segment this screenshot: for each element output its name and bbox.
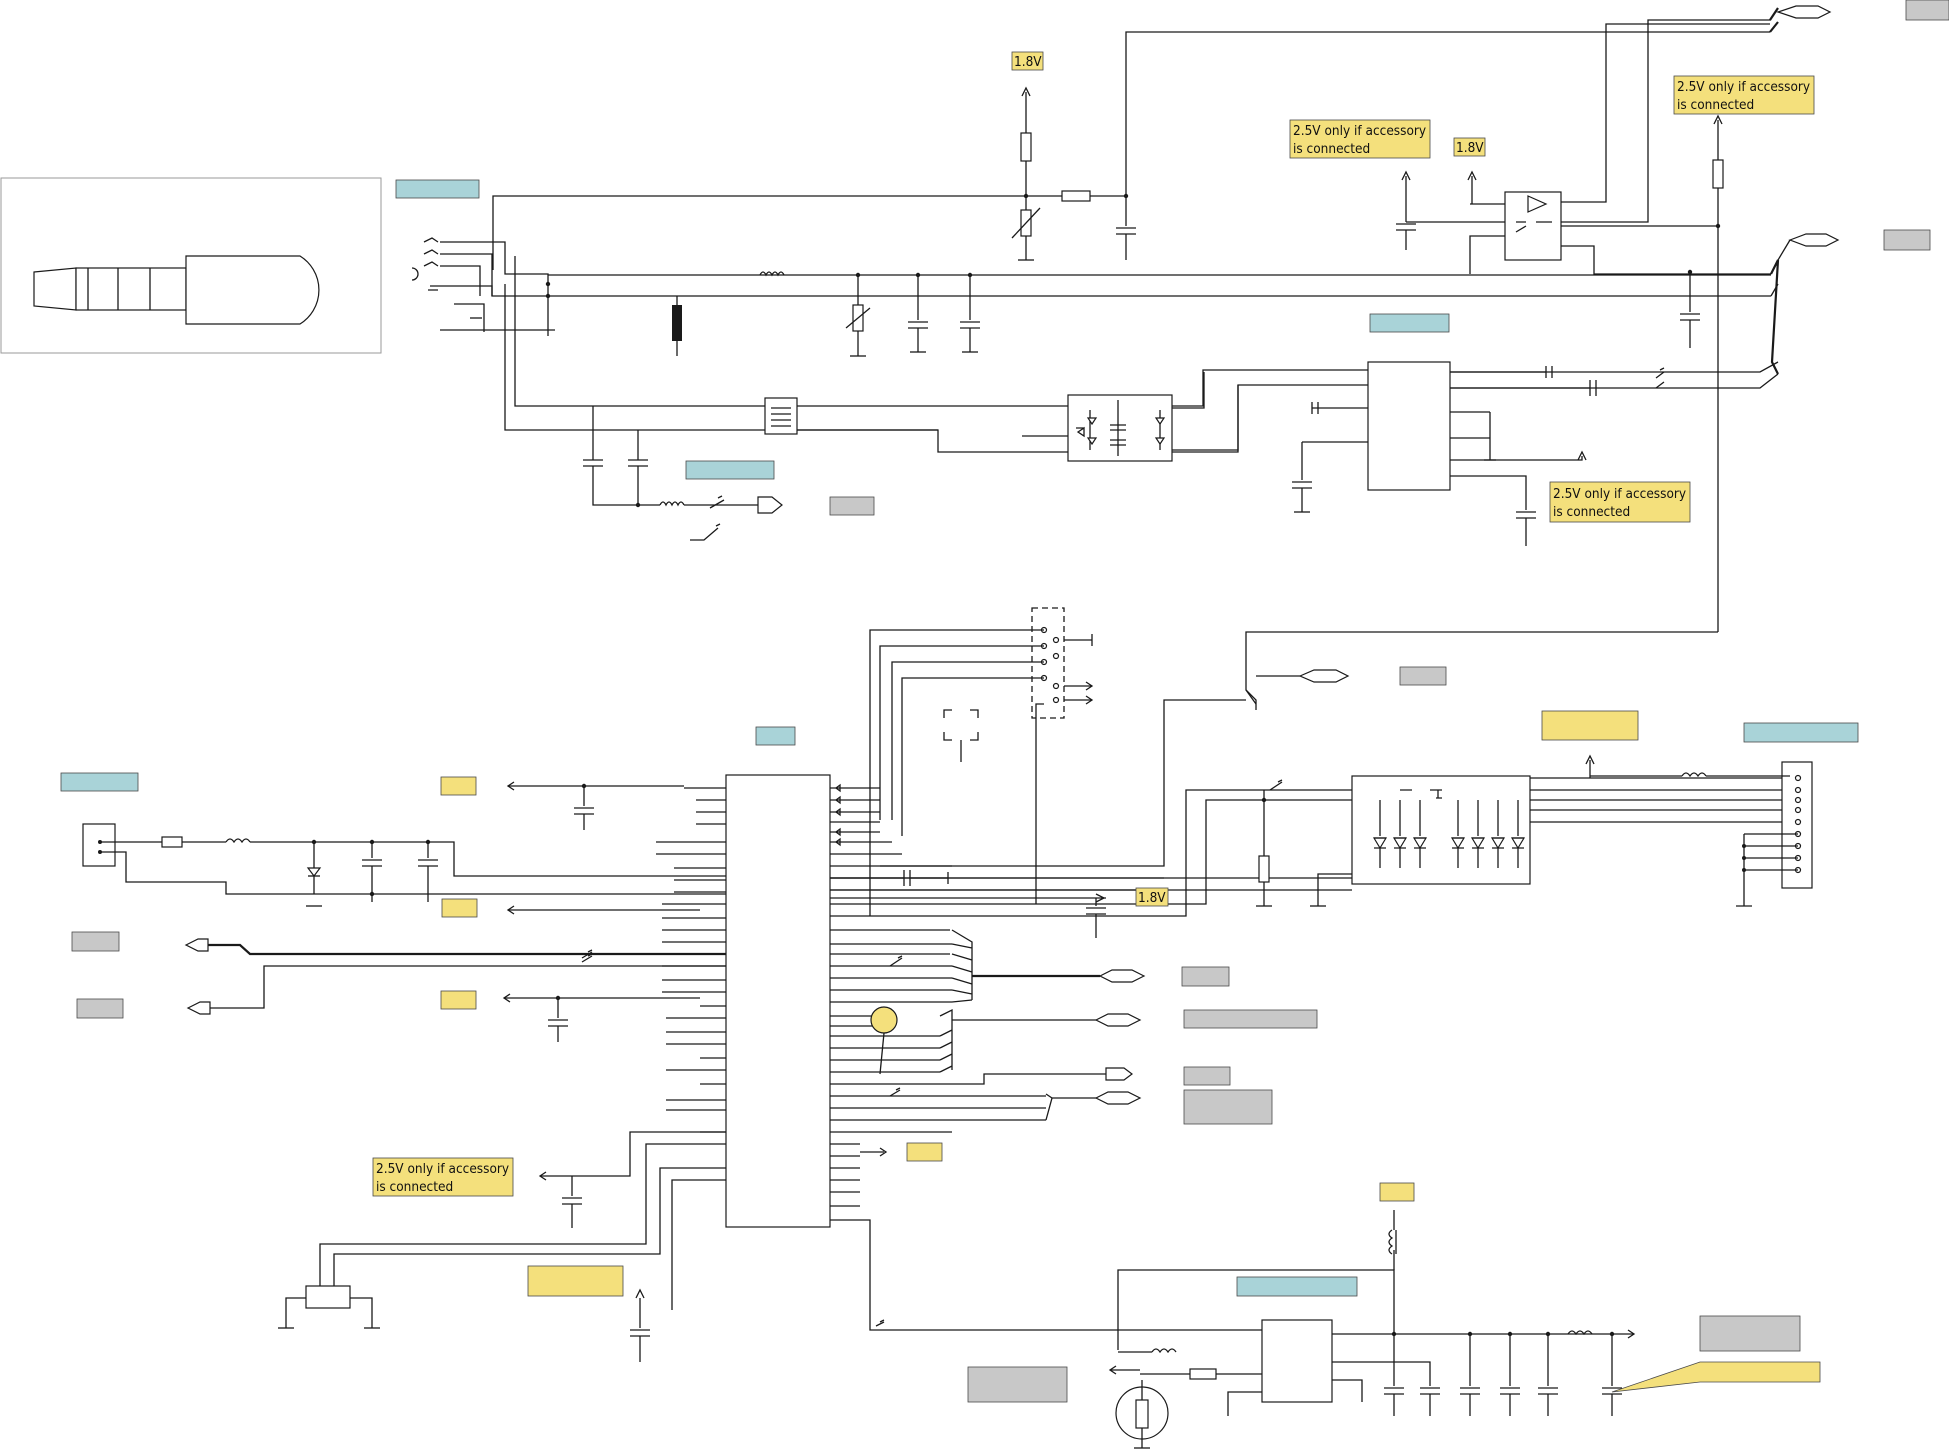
note-1v8-bottom-text: 1.8V <box>1138 890 1166 906</box>
left-port-2 <box>76 953 726 1019</box>
note-accessory-bottom-left: 2.5V only if accessory is connected <box>372 1131 726 1228</box>
note-accessory-top-mid-l1: 2.5V only if accessory <box>1293 123 1426 139</box>
right-pullup-line <box>1245 114 1724 710</box>
mcu-right-nets <box>830 699 1352 938</box>
jack-lower-filter <box>583 406 783 541</box>
regulator-feedback <box>1379 1182 1415 1270</box>
regulator-port-labels <box>967 1315 1821 1403</box>
common-mode-choke <box>764 369 1370 435</box>
left-power-input <box>82 823 726 907</box>
note-left-2 <box>441 898 700 918</box>
dip-switch-block <box>869 607 1094 916</box>
net-label-regulator <box>1236 1276 1358 1297</box>
net-label-jack-lower <box>685 460 775 480</box>
test-point-bracket <box>943 709 979 762</box>
note-accessory-bottom-left-l1: 2.5V only if accessory <box>376 1161 509 1177</box>
test-point-yellow <box>870 1006 898 1075</box>
port-label-top-right-1 <box>1905 0 1949 21</box>
note-left-1 <box>440 776 684 830</box>
bus-filter-parts <box>672 271 980 357</box>
net-label-mcu <box>755 726 796 746</box>
main-mcu-ic <box>656 774 1164 1228</box>
note-mcu-bottom-right <box>860 1142 943 1162</box>
note-esd-right <box>1541 710 1639 778</box>
note-accessory-top-mid: 2.5V only if accessory is connected <box>1289 119 1431 159</box>
net-label-right-connector <box>1743 722 1859 743</box>
codec-ic <box>1292 361 1597 546</box>
top-bus-wires <box>492 31 1771 453</box>
note-accessory-mid-right: 2.5V only if accessory is connected <box>1549 481 1691 523</box>
port-label-jack-lower <box>829 496 875 516</box>
note-1v8-top-text: 1.8V <box>1014 54 1042 70</box>
audio-switch-ic <box>1396 19 1771 275</box>
note-accessory-top-right-l2: is connected <box>1677 97 1754 113</box>
left-port-1 <box>71 931 726 959</box>
note-1v8-top: 1.8V <box>1011 51 1044 71</box>
right-output-ports <box>1450 5 1840 389</box>
note-accessory-mid-right-l1: 2.5V only if accessory <box>1553 486 1686 502</box>
port-label-mid-switch <box>1256 666 1447 686</box>
top-pullup-network <box>1011 86 1136 261</box>
esd-protection-ic-right <box>1256 775 1790 907</box>
regulator-sense-resistor <box>1115 1380 1169 1449</box>
note-1v8-mid: 1.8V <box>1453 137 1486 157</box>
note-left-bottom-box <box>527 1265 624 1297</box>
mcu-output-bus <box>889 929 1146 1121</box>
left-bottom-switch <box>278 1143 726 1329</box>
av-jack-connector <box>0 177 382 354</box>
note-accessory-top-right: 2.5V only if accessory is connected <box>1673 75 1815 115</box>
esd-diode-array-top <box>1022 372 1370 462</box>
note-accessory-mid-right-l2: is connected <box>1553 504 1630 520</box>
note-accessory-top-mid-l2: is connected <box>1293 141 1370 157</box>
net-label-av-jack <box>395 179 480 199</box>
port-labels-mid-right <box>1181 966 1318 1125</box>
note-left-3 <box>440 990 700 1042</box>
regulator-ic <box>830 1219 1636 1416</box>
note-1v8-bottom: 1.8V <box>1135 887 1169 907</box>
net-label-left-connector <box>60 772 139 792</box>
regulator-output-caps <box>1332 1330 1622 1416</box>
right-connector <box>1590 761 1813 907</box>
net-label-codec <box>1369 313 1450 333</box>
jack-contacts <box>411 237 555 336</box>
note-accessory-bottom-left-l2: is connected <box>376 1179 453 1195</box>
port-label-top-right-2 <box>1883 229 1931 251</box>
left-bottom-cap <box>630 1288 650 1362</box>
note-accessory-top-right-l1: 2.5V only if accessory <box>1677 79 1810 95</box>
note-1v8-mid-text: 1.8V <box>1456 140 1484 156</box>
